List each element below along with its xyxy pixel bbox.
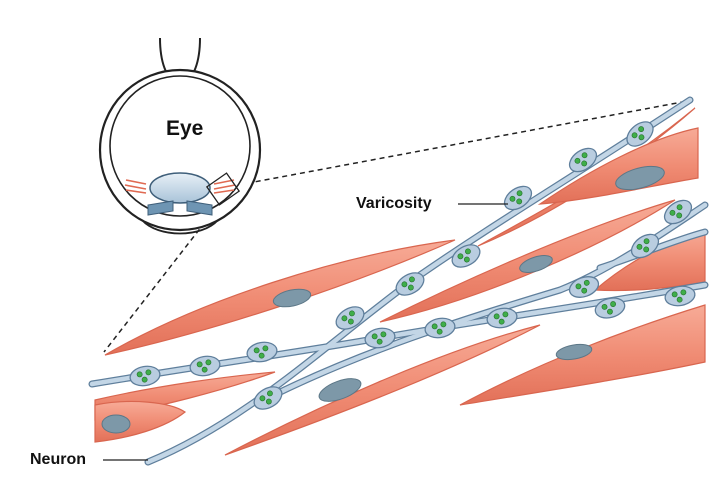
muscle-cell <box>477 107 696 247</box>
vesicle <box>262 345 269 352</box>
varicosity <box>246 341 278 363</box>
vesicle <box>431 323 438 330</box>
vesicle <box>341 315 348 322</box>
nucleus <box>555 343 593 361</box>
eye-diagram <box>98 37 262 235</box>
varicosity <box>395 272 425 296</box>
neuron-label: Neuron <box>30 451 86 468</box>
vesicle <box>465 248 471 255</box>
vesicle <box>583 279 590 286</box>
vesicle <box>581 160 588 167</box>
vesicle <box>265 398 272 405</box>
varicosity <box>568 147 598 173</box>
iris-right <box>186 200 213 216</box>
vesicle <box>643 238 650 245</box>
vesicle <box>267 390 273 397</box>
eye-label: Eye <box>166 117 204 140</box>
vesicle <box>259 395 266 402</box>
vesicle <box>141 376 148 383</box>
vesicle <box>463 256 470 263</box>
vesicle <box>636 243 643 250</box>
vesicle <box>502 311 509 318</box>
vesicle <box>574 157 581 164</box>
vesicle <box>196 361 203 368</box>
vesicle <box>631 132 638 139</box>
vesicle <box>676 296 683 303</box>
vesicle <box>669 209 676 216</box>
vesicle <box>258 352 265 359</box>
leader-lines <box>103 203 508 461</box>
vesicle <box>638 134 645 141</box>
varicosity <box>503 185 533 211</box>
muscle-cells <box>94 107 706 456</box>
varicosity <box>451 244 481 268</box>
vesicle <box>409 276 415 283</box>
vesicle <box>493 313 500 320</box>
vesicle <box>253 347 260 354</box>
vesicle <box>436 328 443 335</box>
vesicle <box>607 308 613 315</box>
vesicle <box>407 284 414 291</box>
nucleus <box>615 165 665 191</box>
varicosity <box>630 233 660 259</box>
vesicle <box>638 126 645 133</box>
vesicle <box>581 152 588 159</box>
vesicle <box>676 204 683 211</box>
vesicle <box>509 195 516 202</box>
vesicle <box>145 369 152 376</box>
vesicle <box>440 321 447 328</box>
vesicle <box>516 198 523 205</box>
muscle-cell <box>224 324 541 456</box>
vesicle <box>676 212 683 219</box>
muscle-cell <box>537 127 699 205</box>
vesicle <box>349 310 355 317</box>
varicosity <box>594 297 626 319</box>
varicosity-label: Varicosity <box>356 195 432 212</box>
vesicle <box>643 246 650 253</box>
varicosity <box>189 355 221 377</box>
nucleus <box>101 414 131 434</box>
iris-left <box>147 200 174 216</box>
vesicle <box>371 333 378 340</box>
vesicle <box>516 190 523 197</box>
vesicle <box>457 253 464 260</box>
varicosity <box>663 199 693 225</box>
vesicle <box>581 287 588 294</box>
vesicle <box>380 331 387 338</box>
vesicle <box>205 359 212 366</box>
vesicle <box>610 301 616 307</box>
vesicle <box>498 318 505 325</box>
vesicle <box>680 289 687 296</box>
vesicle <box>671 291 678 298</box>
varicosity <box>364 327 396 349</box>
cornea <box>141 219 219 235</box>
varicosity <box>253 386 283 410</box>
vesicle <box>575 283 582 290</box>
varicosity <box>626 121 654 147</box>
varicosities <box>129 121 696 410</box>
vesicle <box>401 281 408 288</box>
zoom-box <box>205 172 241 206</box>
nucleus <box>519 255 553 273</box>
vesicle <box>136 371 143 378</box>
nucleus <box>272 288 312 308</box>
varicosity <box>486 307 518 329</box>
vesicle <box>376 338 383 345</box>
vesicle <box>201 366 208 373</box>
varicosity <box>568 276 600 298</box>
ciliary-muscle-left <box>124 179 147 194</box>
nucleus <box>318 378 362 402</box>
vesicle <box>347 318 354 325</box>
lens <box>149 172 211 204</box>
varicosity <box>129 365 161 387</box>
varicosity <box>335 306 365 330</box>
varicosity <box>424 317 456 339</box>
vesicle <box>601 303 608 310</box>
varicosity <box>664 285 696 307</box>
ciliary-muscle-right <box>213 179 236 194</box>
